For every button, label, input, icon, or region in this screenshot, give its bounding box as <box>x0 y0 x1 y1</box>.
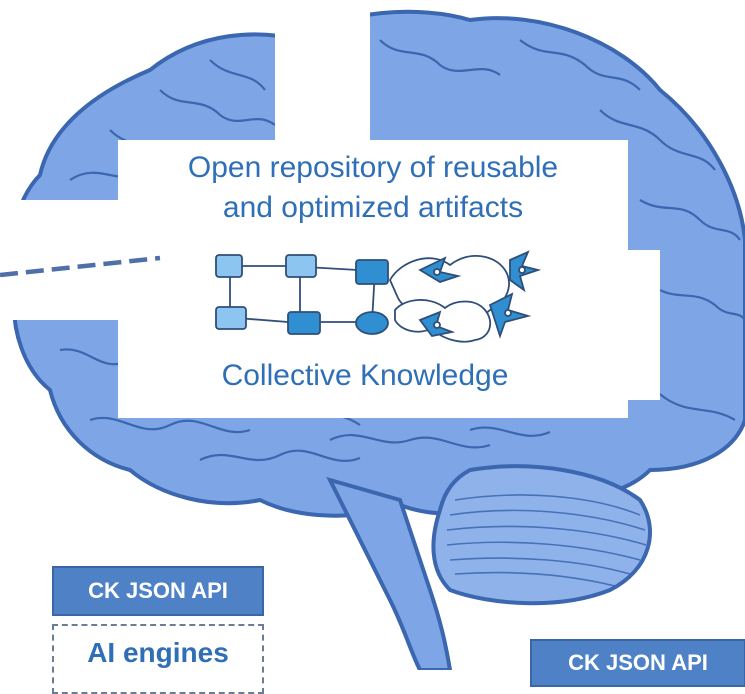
neuron-network-icon <box>388 250 542 343</box>
repo-title-line2: and optimized artifacts <box>222 191 524 224</box>
ai-engines-box: AI engines <box>52 624 264 694</box>
cerebellum-folds <box>446 494 647 587</box>
workflow-graph-icon <box>215 254 389 335</box>
repo-title-line1: Open repository of reusable <box>187 151 559 184</box>
cerebellum <box>431 464 652 606</box>
collective-knowledge-label: Collective Knowledge <box>221 359 509 392</box>
brain-stem <box>326 476 453 670</box>
ck-json-api-box-left: CK JSON API <box>52 566 264 616</box>
dashed-connector <box>0 255 161 278</box>
top-gap-panel <box>275 0 370 140</box>
left-panel <box>0 200 120 320</box>
right-panel <box>610 250 660 400</box>
ck-json-api-box-right: CK JSON API <box>530 639 745 687</box>
scene <box>0 0 745 670</box>
